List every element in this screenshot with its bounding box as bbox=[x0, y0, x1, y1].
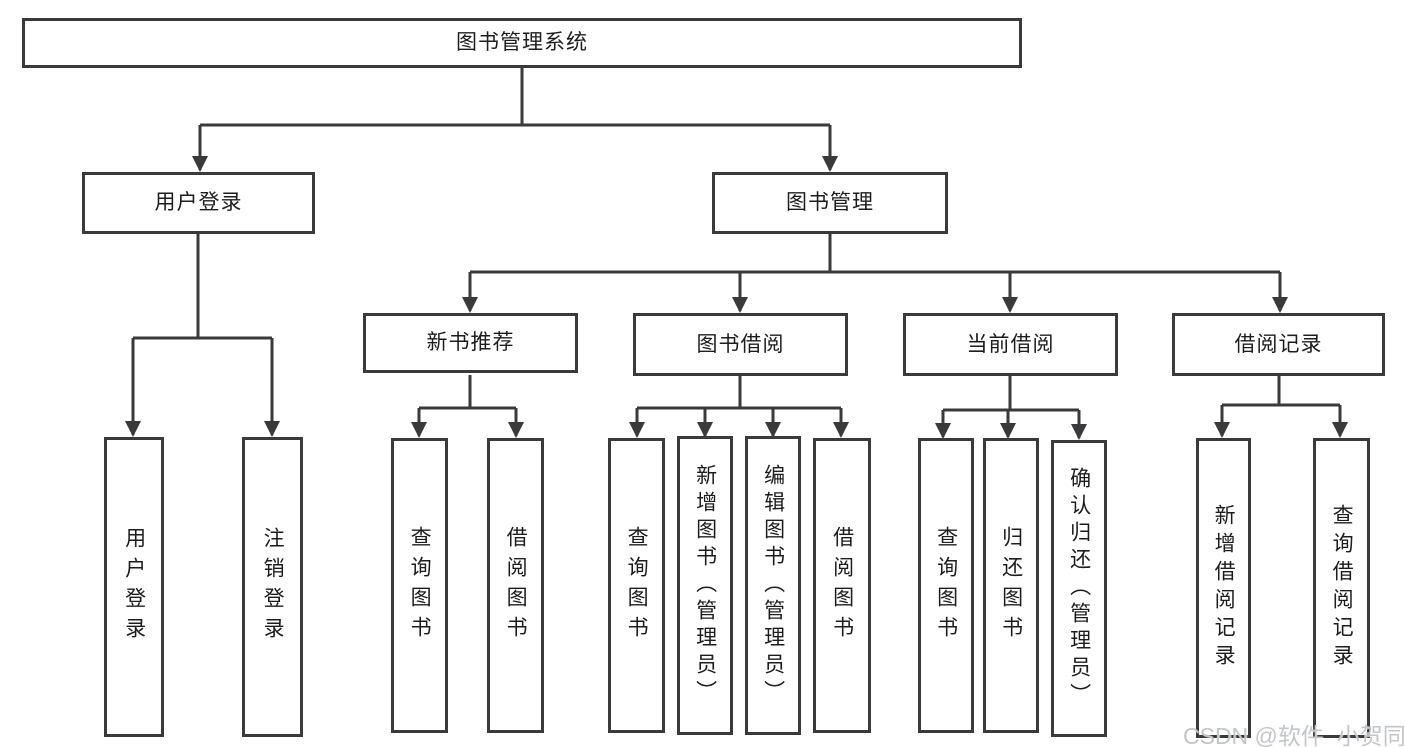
arrow-icon bbox=[822, 156, 838, 172]
node-borrowing-records: 借阅记录 bbox=[1172, 313, 1385, 376]
leaf-edit-books-admin: 编辑图书（管理员） bbox=[745, 436, 801, 735]
arrow-icon bbox=[1272, 297, 1288, 313]
arrow-icon bbox=[411, 422, 427, 438]
arrow-icon bbox=[1002, 297, 1018, 313]
arrow-icon bbox=[264, 421, 280, 437]
leaf-query-borrow-record: 查询借阅记录 bbox=[1313, 438, 1370, 738]
arrow-icon bbox=[508, 422, 524, 438]
arrow-icon bbox=[935, 423, 951, 439]
arrow-icon bbox=[1332, 422, 1348, 438]
arrow-icon bbox=[1000, 423, 1016, 439]
arrow-icon bbox=[732, 297, 748, 313]
csdn-watermark: CSDN @软件_小贺同学 bbox=[1183, 723, 1405, 747]
arrow-icon bbox=[462, 297, 478, 313]
leaf-return-books: 归还图书 bbox=[983, 438, 1039, 733]
node-new-book-recommendation: 新书推荐 bbox=[363, 313, 578, 373]
arrow-icon bbox=[125, 421, 141, 437]
leaf-borrowing-query-books: 查询图书 bbox=[608, 438, 665, 733]
arrow-icon bbox=[833, 422, 849, 438]
arrow-icon bbox=[192, 156, 208, 172]
leaf-logout: 注销登录 bbox=[242, 437, 303, 737]
tree-edges bbox=[131, 68, 1342, 438]
leaf-current-query-books: 查询图书 bbox=[918, 438, 974, 733]
leaf-add-books-admin: 新增图书（管理员） bbox=[677, 436, 733, 735]
leaf-recommend-borrow-books: 借阅图书 bbox=[487, 438, 544, 733]
node-current-borrowing: 当前借阅 bbox=[903, 313, 1118, 376]
node-root-system: 图书管理系统 bbox=[22, 18, 1022, 68]
node-user-login-module: 用户登录 bbox=[82, 172, 315, 234]
arrow-icon bbox=[629, 422, 645, 438]
leaf-confirm-return-admin: 确认归还（管理员） bbox=[1051, 440, 1107, 737]
node-book-borrowing: 图书借阅 bbox=[633, 313, 848, 376]
arrow-icon bbox=[1214, 422, 1230, 438]
node-book-management-module: 图书管理 bbox=[712, 172, 948, 234]
leaf-user-login: 用户登录 bbox=[104, 437, 164, 737]
arrow-icon bbox=[1071, 424, 1087, 440]
leaf-add-borrow-record: 新增借阅记录 bbox=[1196, 438, 1251, 738]
leaf-recommend-query-books: 查询图书 bbox=[391, 438, 448, 733]
leaf-borrow-books: 借阅图书 bbox=[813, 438, 871, 733]
